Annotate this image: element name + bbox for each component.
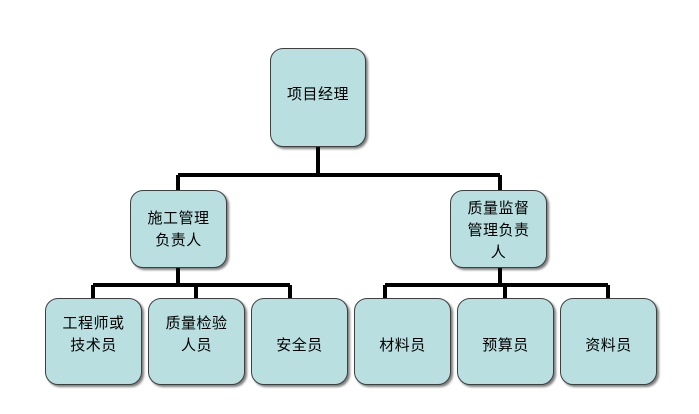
node-quality-supervision[interactable]: 质量监督 管理负责 人 [450, 190, 547, 268]
node-engineer-or-technician-label: 工程师或 技术员 [62, 314, 125, 354]
node-quality-supervision-label: 质量监督 管理负责 人 [467, 199, 530, 261]
node-materials-officer[interactable]: 材料员 [354, 298, 451, 385]
node-budget-officer[interactable]: 预算员 [457, 298, 554, 385]
node-construction-management[interactable]: 施工管理 负责人 [130, 190, 227, 268]
node-project-manager[interactable]: 项目经理 [270, 48, 366, 147]
node-safety-officer[interactable]: 安全员 [251, 298, 348, 385]
node-quality-inspection-personnel-label: 质量检验 人员 [165, 314, 228, 354]
node-safety-officer-label: 安全员 [276, 336, 323, 354]
node-project-manager-label: 项目经理 [286, 85, 349, 103]
node-quality-inspection-personnel[interactable]: 质量检验 人员 [148, 298, 245, 385]
node-budget-officer-label: 预算员 [482, 336, 529, 354]
node-documents-officer-label: 资料员 [585, 336, 632, 354]
node-materials-officer-label: 材料员 [379, 336, 426, 354]
node-construction-management-label: 施工管理 负责人 [147, 209, 210, 249]
node-engineer-or-technician[interactable]: 工程师或 技术员 [45, 298, 142, 385]
node-documents-officer[interactable]: 资料员 [560, 298, 657, 385]
